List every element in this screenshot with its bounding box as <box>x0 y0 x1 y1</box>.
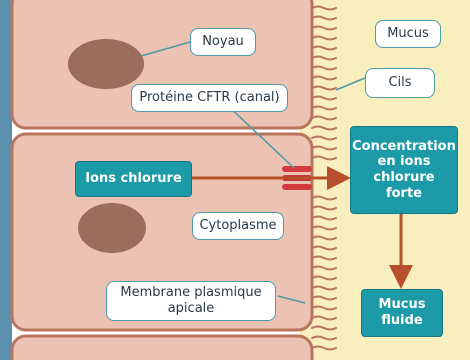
basal-edge <box>0 0 12 360</box>
nucleus-middle <box>78 203 146 253</box>
label-cftr: Protéine CFTR (canal) <box>131 84 288 112</box>
label-cils: Cils <box>365 68 435 98</box>
label-mucus: Mucus <box>375 20 441 48</box>
label-cytoplasme: Cytoplasme <box>192 212 284 240</box>
label-ions-chlorure: Ions chlorure <box>75 161 192 197</box>
label-mucus-fluide: Mucus fluide <box>361 289 443 337</box>
nucleus-top <box>68 39 144 89</box>
cell-bottom <box>12 336 312 360</box>
label-concentration: Concentration en ions chlorure forte <box>350 126 458 214</box>
label-noyau: Noyau <box>190 28 256 56</box>
label-membrane: Membrane plasmique apicale <box>106 281 276 321</box>
